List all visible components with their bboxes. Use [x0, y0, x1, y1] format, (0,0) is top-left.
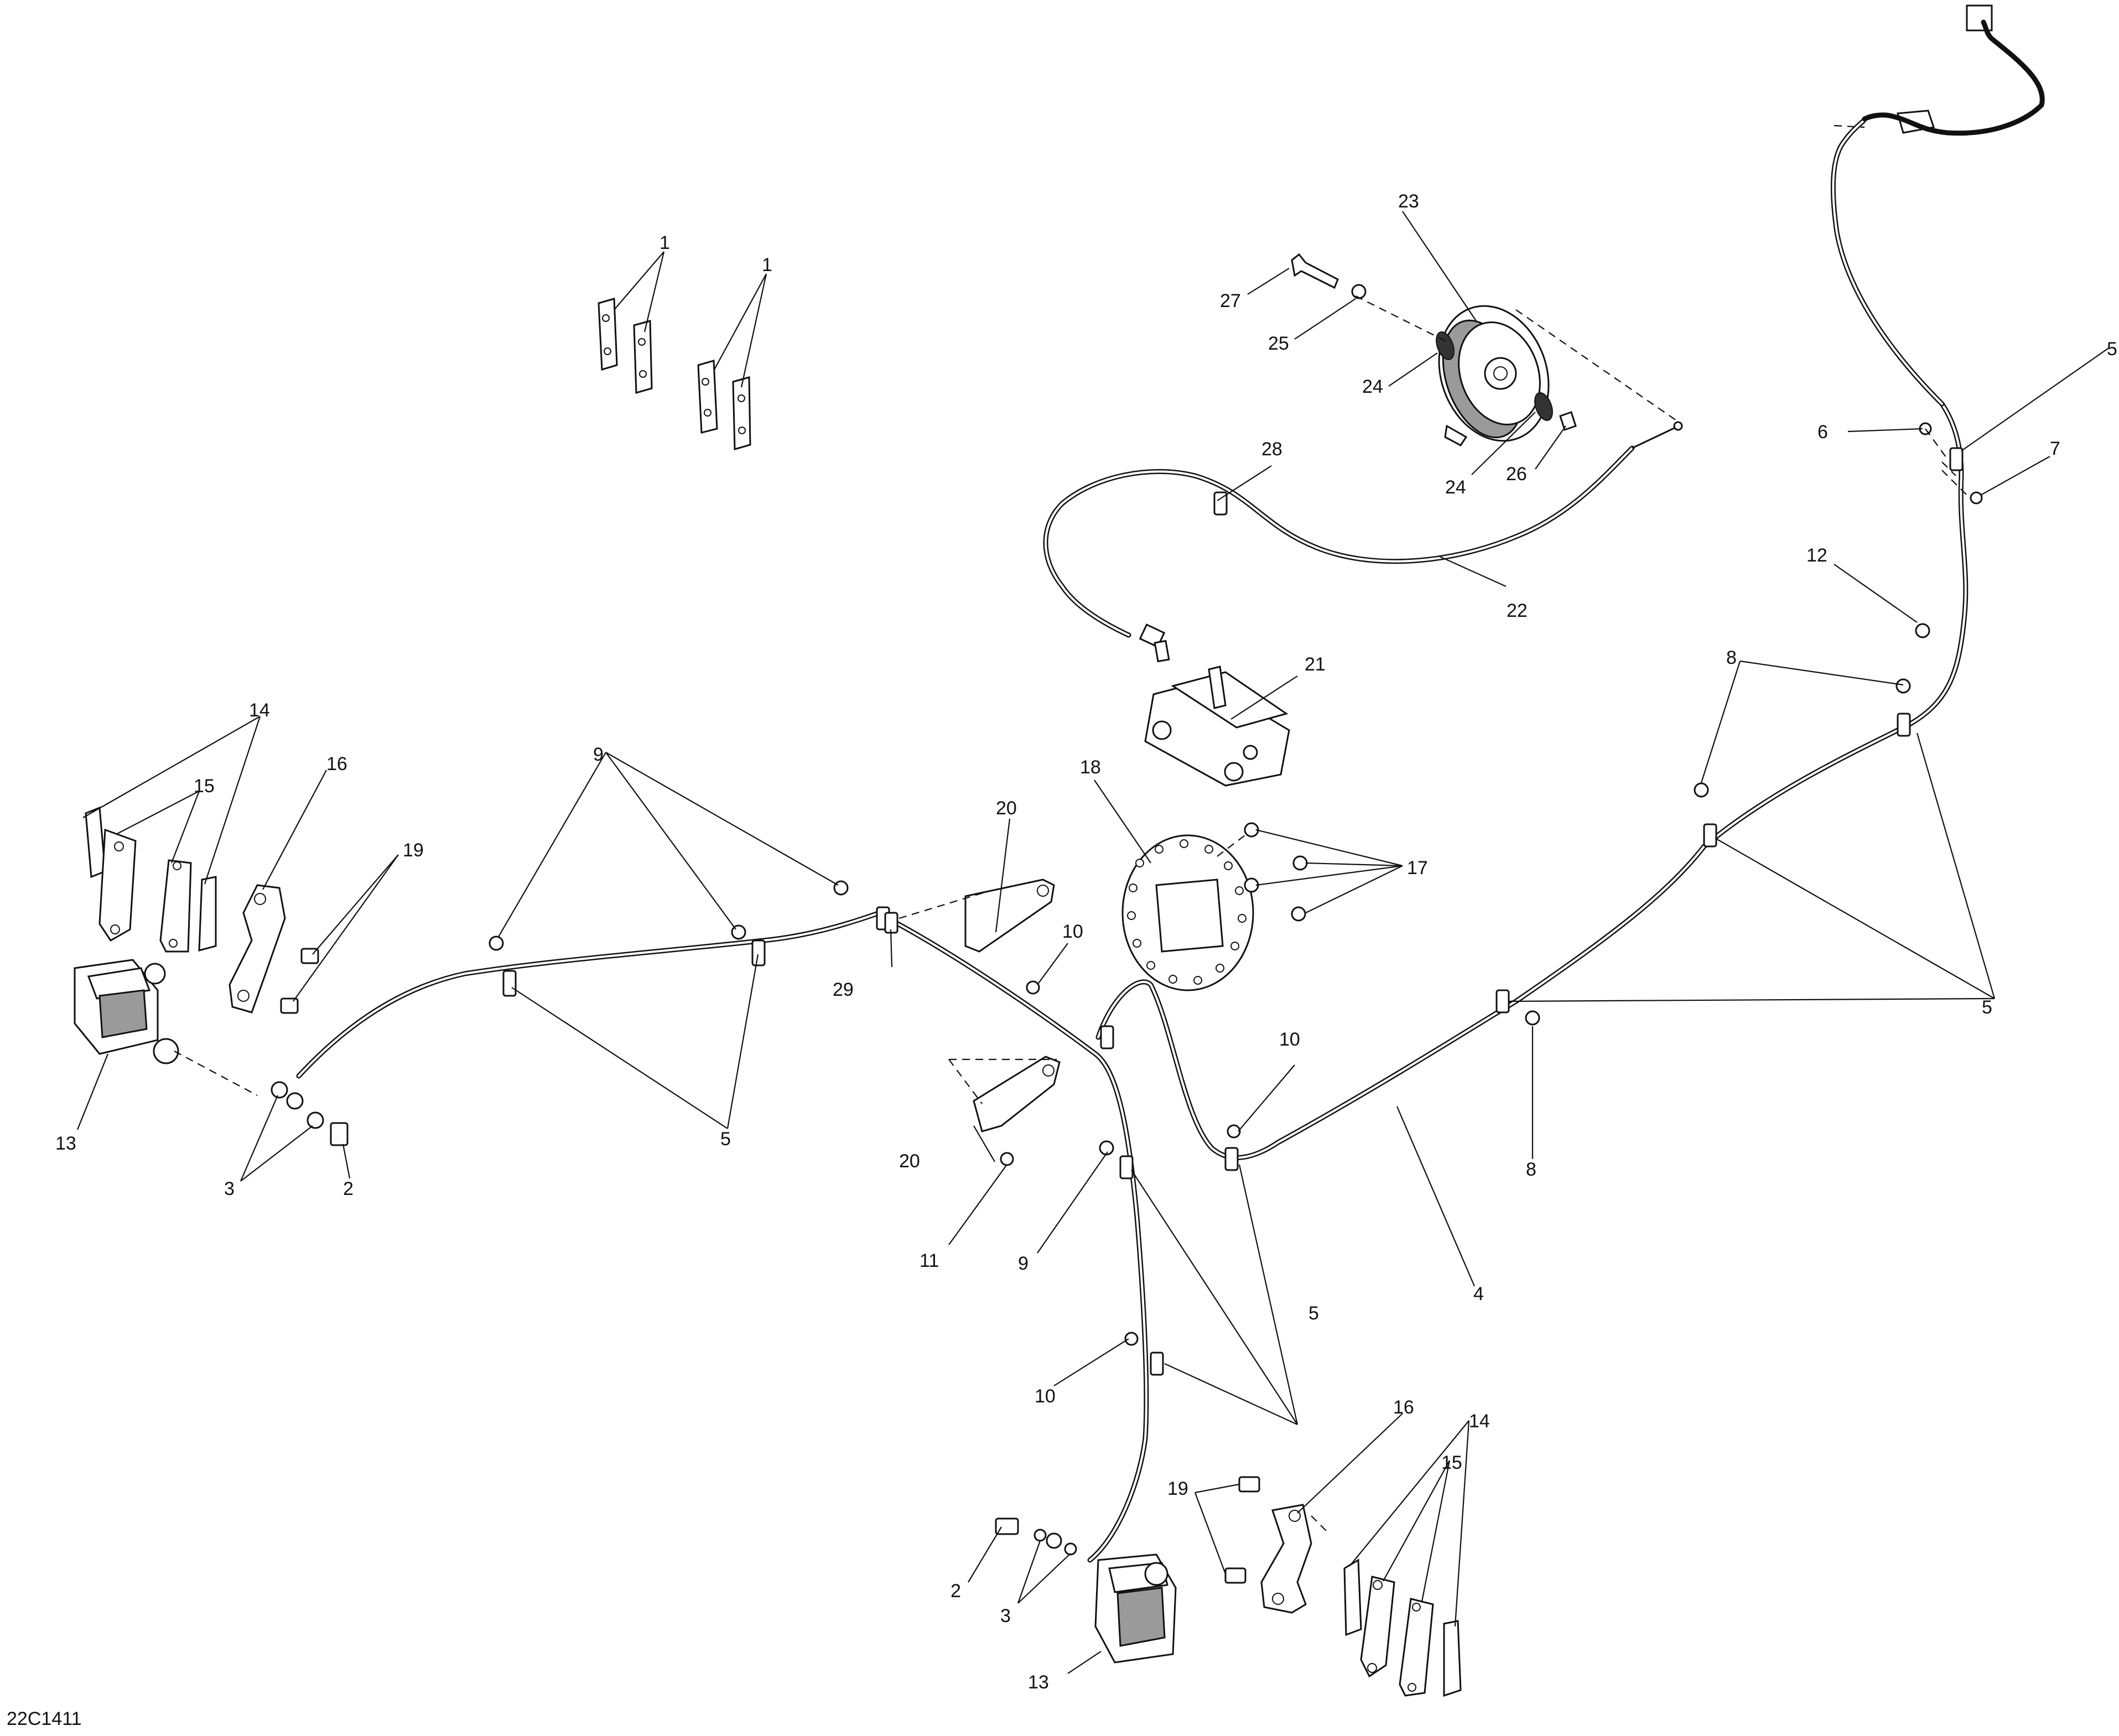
brake-line-center	[880, 913, 1149, 1563]
callout-2: 2	[951, 1581, 961, 1602]
brake-line-upper-right	[1830, 116, 1945, 407]
callout-19: 19	[1167, 1478, 1188, 1499]
callout-7: 7	[2050, 438, 2060, 459]
brake-pads-1	[598, 298, 751, 450]
callout-25: 25	[1268, 333, 1289, 354]
callout-14: 14	[1469, 1411, 1490, 1432]
callout-20: 20	[899, 1151, 920, 1172]
diagram-code: 22C1411	[7, 1708, 82, 1729]
callout-23: 23	[1398, 191, 1419, 212]
bracket-20-upper	[964, 879, 1055, 953]
callout-4: 4	[1473, 1283, 1484, 1304]
callout-14: 14	[249, 700, 270, 721]
sensor-wire	[1862, 4, 2045, 136]
callout-27: 27	[1220, 290, 1241, 311]
brake-line-left	[296, 910, 882, 1079]
callout-16: 16	[326, 753, 347, 775]
callout-1: 1	[762, 254, 772, 276]
callout-24: 24	[1445, 477, 1466, 498]
callout-11: 11	[920, 1250, 939, 1271]
callout-10: 10	[1062, 921, 1083, 942]
callout-28: 28	[1261, 439, 1282, 460]
callout-15: 15	[194, 776, 215, 797]
callout-10: 10	[1035, 1386, 1056, 1407]
caliper-bracket-right	[1260, 1504, 1312, 1614]
callout-8: 8	[1726, 647, 1737, 668]
fasteners	[271, 422, 1983, 1584]
callout-3: 3	[1000, 1605, 1011, 1626]
callout-12: 12	[1806, 545, 1827, 566]
callout-19: 19	[403, 840, 424, 861]
callout-5: 5	[1982, 997, 1992, 1018]
clamps-5	[502, 447, 1964, 1376]
disc-screws	[1244, 822, 1308, 922]
parking-caliper	[1144, 666, 1290, 787]
callout-1: 1	[659, 232, 670, 253]
pads-right	[1343, 1558, 1462, 1697]
callout-5: 5	[720, 1129, 731, 1150]
callout-24: 24	[1362, 376, 1383, 397]
callout-6: 6	[1817, 422, 1828, 443]
caliper-right	[1094, 1553, 1177, 1664]
parking-brake-cable	[1043, 421, 1683, 663]
leader-lines	[76, 211, 2108, 1674]
callout-13: 13	[1028, 1672, 1049, 1693]
callout-labels: 1 1 23 27 25 24 24 26 28 22 21 18 17 20 …	[7, 191, 2117, 1729]
brake-disc	[1121, 834, 1254, 991]
callout-10: 10	[1279, 1029, 1300, 1050]
caliper-left	[74, 959, 179, 1064]
callout-21: 21	[1305, 654, 1326, 675]
callout-26: 26	[1506, 464, 1527, 485]
callout-8: 8	[1526, 1159, 1536, 1180]
callout-9: 9	[593, 744, 604, 765]
callout-22: 22	[1507, 600, 1528, 621]
callout-9: 9	[1018, 1253, 1029, 1274]
callout-3: 3	[224, 1178, 235, 1199]
callout-20: 20	[996, 798, 1017, 819]
callout-29: 29	[833, 979, 854, 1000]
callout-15: 15	[1441, 1452, 1462, 1473]
pads-left	[85, 806, 217, 953]
callout-13: 13	[55, 1133, 76, 1154]
caliper-bracket-left	[228, 884, 286, 1013]
callout-18: 18	[1080, 757, 1101, 778]
callout-16: 16	[1393, 1397, 1414, 1418]
bracket-20-lower	[973, 1056, 1061, 1132]
parking-brake-pulley	[1291, 253, 1577, 446]
callout-5: 5	[1308, 1303, 1319, 1324]
callout-5: 5	[2107, 339, 2117, 360]
callout-2: 2	[343, 1178, 354, 1199]
assembly-lines	[174, 124, 1970, 1533]
brake-line-4	[1095, 401, 1969, 1160]
callout-17: 17	[1407, 857, 1428, 879]
